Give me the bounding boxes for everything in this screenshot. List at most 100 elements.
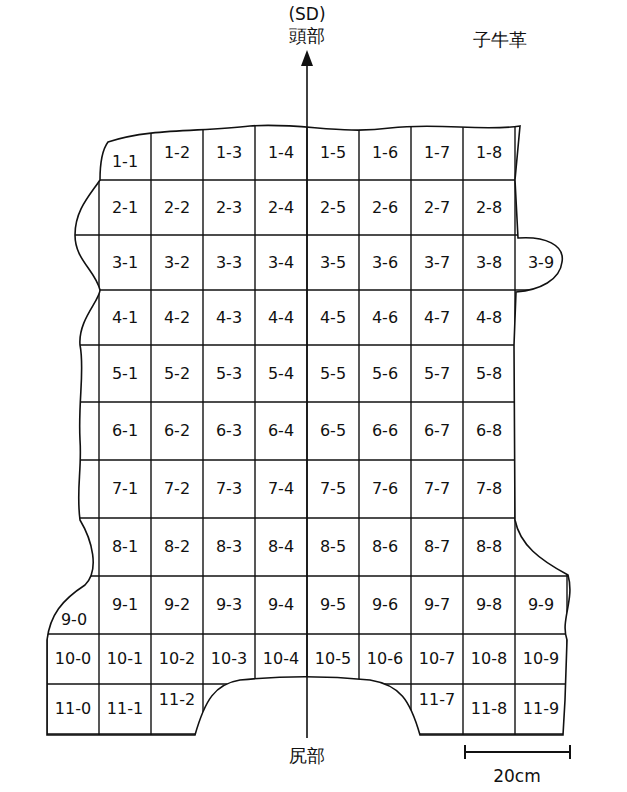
cell-number: 2-1 — [111, 199, 139, 217]
cell-number: 11-2 — [158, 691, 196, 709]
grid-line — [410, 110, 411, 740]
cell-number: 1-8 — [475, 144, 503, 162]
cell-number: 6-4 — [267, 422, 295, 440]
direction-label: 尻部 — [288, 746, 326, 766]
cell-number: 2-2 — [163, 199, 191, 217]
cell-number: 7-7 — [423, 480, 451, 498]
cell-number: 9-6 — [371, 596, 399, 614]
cell-number: 3-6 — [371, 254, 399, 272]
cell-number: 8-6 — [371, 538, 399, 556]
cell-number: 11-1 — [106, 700, 144, 718]
grid-line — [30, 234, 600, 235]
grid-line — [30, 289, 600, 290]
material-label: 子牛革 — [472, 30, 528, 50]
cell-number: 11-9 — [522, 700, 560, 718]
cell-number: 4-4 — [267, 309, 295, 327]
axis-arrowhead — [301, 50, 313, 66]
cell-number: 2-8 — [475, 199, 503, 217]
cell-number: 2-4 — [267, 199, 295, 217]
cell-number: 9-2 — [163, 596, 191, 614]
cell-number: 11-8 — [470, 700, 508, 718]
cell-number: 8-3 — [215, 538, 243, 556]
cell-number: 1-6 — [371, 144, 399, 162]
grid-line — [30, 124, 600, 125]
cell-number: 10-7 — [418, 650, 456, 668]
cell-number: 10-9 — [522, 650, 560, 668]
cell-number: 10-3 — [210, 650, 248, 668]
cell-number: 3-9 — [527, 254, 555, 272]
grid-line — [30, 633, 600, 634]
cell-number: 8-1 — [111, 538, 139, 556]
cell-number: 7-2 — [163, 480, 191, 498]
cell-number: 1-4 — [267, 144, 295, 162]
grid-line — [150, 110, 151, 740]
cell-number: 3-5 — [319, 254, 347, 272]
cell-number: 7-8 — [475, 480, 503, 498]
grid-line — [30, 575, 600, 576]
cell-number: 6-5 — [319, 422, 347, 440]
cell-number: 9-4 — [267, 596, 295, 614]
grid-line — [254, 110, 255, 740]
cell-number: 5-8 — [475, 365, 503, 383]
cell-number: 10-4 — [262, 650, 300, 668]
cell-number: 10-1 — [106, 650, 144, 668]
cell-number: 3-7 — [423, 254, 451, 272]
cell-number: 10-5 — [314, 650, 352, 668]
cell-number: 6-1 — [111, 422, 139, 440]
cell-number: 4-6 — [371, 309, 399, 327]
hide-outline — [47, 125, 570, 735]
cell-number: 3-2 — [163, 254, 191, 272]
cell-number: 7-5 — [319, 480, 347, 498]
cell-number: 5-6 — [371, 365, 399, 383]
cell-number: 6-6 — [371, 422, 399, 440]
cell-number: 5-1 — [111, 365, 139, 383]
cell-number: 4-2 — [163, 309, 191, 327]
grid-lines — [30, 110, 600, 740]
cell-number: 5-7 — [423, 365, 451, 383]
cell-number: 4-5 — [319, 309, 347, 327]
cell-number: 9-9 — [527, 596, 555, 614]
cell-number: 6-2 — [163, 422, 191, 440]
grid-line — [30, 683, 600, 684]
cell-number: 4-3 — [215, 309, 243, 327]
cell-number: 11-7 — [418, 691, 456, 709]
cell-number: 8-8 — [475, 538, 503, 556]
cell-number: 8-2 — [163, 538, 191, 556]
scale-tick — [569, 745, 571, 759]
scale-label: 20cm — [492, 767, 542, 786]
cell-number: 2-3 — [215, 199, 243, 217]
axis-label: (SD) — [287, 5, 326, 24]
cell-number: 10-0 — [54, 650, 92, 668]
cell-number: 7-4 — [267, 480, 295, 498]
cell-number: 9-5 — [319, 596, 347, 614]
cell-number: 9-0 — [60, 611, 88, 629]
cell-number: 7-3 — [215, 480, 243, 498]
cell-number: 1-3 — [215, 144, 243, 162]
cell-number: 5-4 — [267, 365, 295, 383]
cell-number: 9-7 — [423, 596, 451, 614]
cell-number: 4-8 — [475, 309, 503, 327]
cell-number: 10-6 — [366, 650, 404, 668]
cell-number: 5-5 — [319, 365, 347, 383]
cell-number: 8-5 — [319, 538, 347, 556]
axis-line — [306, 56, 308, 738]
cell-number: 1-7 — [423, 144, 451, 162]
cell-number: 11-0 — [54, 700, 92, 718]
scale-bar — [465, 751, 570, 753]
cell-number: 6-8 — [475, 422, 503, 440]
cell-number: 4-1 — [111, 309, 139, 327]
cell-number: 3-8 — [475, 254, 503, 272]
cell-number: 6-3 — [215, 422, 243, 440]
cell-number: 7-1 — [111, 480, 139, 498]
cell-number: 5-2 — [163, 365, 191, 383]
cell-number: 3-4 — [267, 254, 295, 272]
scale-tick — [464, 745, 466, 759]
cell-number: 7-6 — [371, 480, 399, 498]
cell-number: 2-7 — [423, 199, 451, 217]
cell-number: 1-5 — [319, 144, 347, 162]
cell-number: 5-3 — [215, 365, 243, 383]
cell-number: 6-7 — [423, 422, 451, 440]
cell-number: 3-3 — [215, 254, 243, 272]
